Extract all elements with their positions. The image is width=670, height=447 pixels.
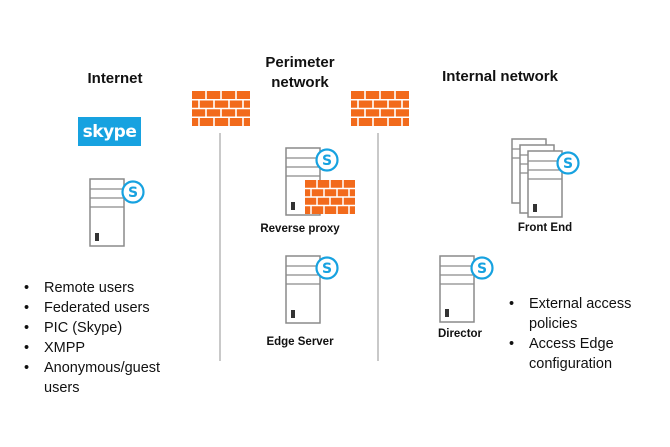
perimeter-title-line2: network [271,74,329,91]
server-icon [89,178,125,247]
firewall-icon [351,91,409,126]
perimeter-internal-divider [377,133,379,361]
list-item: Federated users [22,298,212,318]
list-item: External access [507,294,657,314]
list-item-continuation: policies [529,316,578,332]
skype-icon: S [315,148,339,172]
svg-text:S: S [322,153,332,169]
list-item-continuation: configuration [529,356,613,372]
svg-text:S: S [128,185,138,201]
skype-icon: S [315,256,339,280]
internal-config-list: Access Edge [507,334,657,354]
svg-text:S: S [563,156,573,172]
svg-text:S: S [322,261,332,277]
svg-text:S: S [477,261,487,277]
skype-icon: S [470,256,494,280]
server-icon [439,255,475,323]
server-icon [285,255,321,324]
perimeter-title-line1: Perimeter [265,54,335,71]
list-item: Remote users [22,278,212,298]
internet-title: Internet [87,70,143,87]
perimeter-title: Perimeter network [240,53,360,93]
front-end-label: Front End [517,222,573,234]
internet-perimeter-divider [219,133,221,361]
list-item-continuation: users [44,380,80,396]
firewall-icon [305,180,355,214]
edge-server-label: Edge Server [266,336,334,348]
internal-network-title: Internal network [442,68,558,85]
list-item: PIC (Skype) [22,318,212,338]
server-icon [527,150,563,218]
director-label: Director [437,328,483,340]
list-item: Anonymous/guest [22,358,212,378]
list-item: Access Edge [507,334,657,354]
skype-icon: S [121,180,145,204]
internet-client-list: Remote users Federated users PIC (Skype)… [22,278,212,378]
internal-config-list: External access [507,294,657,314]
skype-logo-text: skype [82,121,137,142]
firewall-icon [192,91,250,126]
skype-icon: S [556,151,580,175]
list-item: XMPP [22,338,212,358]
skype-logo: skype [78,117,141,146]
reverse-proxy-label: Reverse proxy [260,223,340,235]
